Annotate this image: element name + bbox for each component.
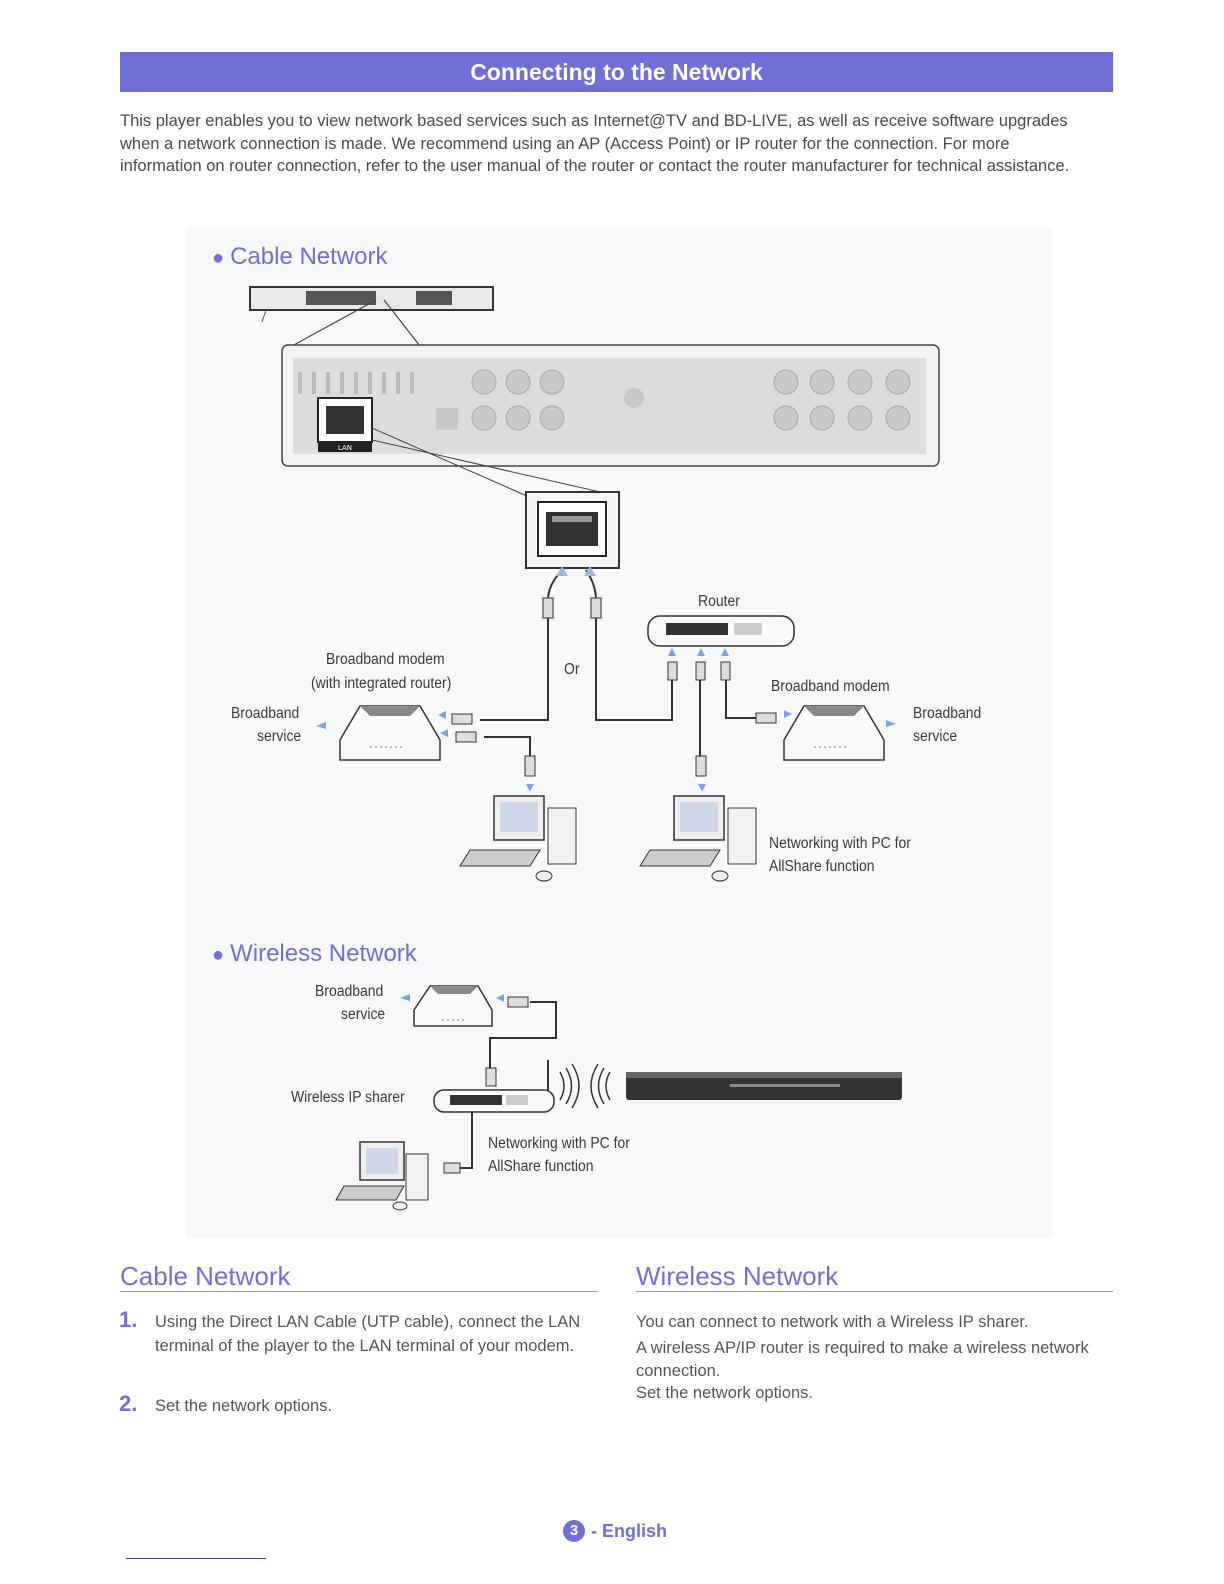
step-number: 2. xyxy=(119,1391,138,1416)
wireless-para-2: A wireless AP/IP router is required to m… xyxy=(636,1339,1089,1380)
wl-broadband-label-line1: Broadband xyxy=(315,983,384,1000)
or-label: Or xyxy=(564,661,580,678)
wireless-sharer-label: Wireless IP sharer xyxy=(291,1089,405,1106)
wireless-signal-icon xyxy=(559,1063,611,1109)
broadband-left-label-line1: Broadband xyxy=(231,705,300,722)
cable-section-title: Cable Network xyxy=(120,1261,291,1291)
router-icon xyxy=(647,615,795,647)
wireless-para-3: Set the network options. xyxy=(636,1384,814,1402)
wireless-section-title: Wireless Network xyxy=(636,1261,839,1291)
cable-step-1: 1. Using the Direct LAN Cable (UTP cable… xyxy=(119,1308,585,1358)
step-text: Set the network options. xyxy=(155,1397,333,1415)
wireless-section-rule xyxy=(636,1291,1113,1292)
wireless-ip-sharer-icon xyxy=(433,1089,555,1113)
diagram-wireless-title: ●Wireless Network xyxy=(212,940,417,967)
router-label: Router xyxy=(698,593,740,610)
pc-left-icon xyxy=(459,795,577,882)
player-rear-panel-icon: LAN xyxy=(281,344,940,467)
cable-step-2: 2. Set the network options. xyxy=(119,1392,585,1418)
lan-port-label: LAN xyxy=(338,444,352,452)
step-number: 1. xyxy=(119,1307,138,1332)
step-text: Using the Direct LAN Cable (UTP cable), … xyxy=(155,1313,581,1355)
broadband-left-label-line2: service xyxy=(257,728,302,745)
cable-section-rule xyxy=(120,1291,598,1292)
modem-label: Broadband modem xyxy=(771,678,890,695)
bluray-player-front-icon xyxy=(626,1072,902,1100)
footer-rule xyxy=(126,1558,266,1559)
pc-cable-label-line2: AllShare function xyxy=(769,858,875,875)
page-number: 3 xyxy=(563,1520,585,1542)
wireless-para-1: You can connect to network with a Wirele… xyxy=(636,1313,1029,1331)
pc-right-icon xyxy=(639,795,757,882)
page-footer: 3 - English xyxy=(563,1520,667,1542)
diagram-cable-title: ●Cable Network xyxy=(212,243,388,270)
broadband-right-label-line1: Broadband xyxy=(913,705,982,722)
modem-integrated-label-line2: (with integrated router) xyxy=(311,675,452,692)
broadband-modem-integrated-icon xyxy=(339,705,441,761)
pc-cable-label-line1: Networking with PC for xyxy=(769,835,911,852)
lan-port-closeup-icon xyxy=(525,491,620,569)
wl-broadband-label-line2: service xyxy=(341,1006,386,1023)
modem-integrated-label-line1: Broadband modem xyxy=(326,651,445,668)
pc-wireless-icon xyxy=(335,1141,429,1211)
pc-wireless-label-line2: AllShare function xyxy=(488,1158,594,1175)
pc-wireless-label-line1: Networking with PC for xyxy=(488,1135,630,1152)
broadband-right-label-line2: service xyxy=(913,728,958,745)
page-title-banner: Connecting to the Network xyxy=(120,52,1113,92)
broadband-modem-icon xyxy=(783,705,885,761)
intro-paragraph: This player enables you to view network … xyxy=(120,112,1070,176)
footer-language: - English xyxy=(591,1520,667,1541)
wireless-broadband-modem-icon xyxy=(413,985,493,1027)
player-rear-thumbnail-icon xyxy=(249,286,494,323)
